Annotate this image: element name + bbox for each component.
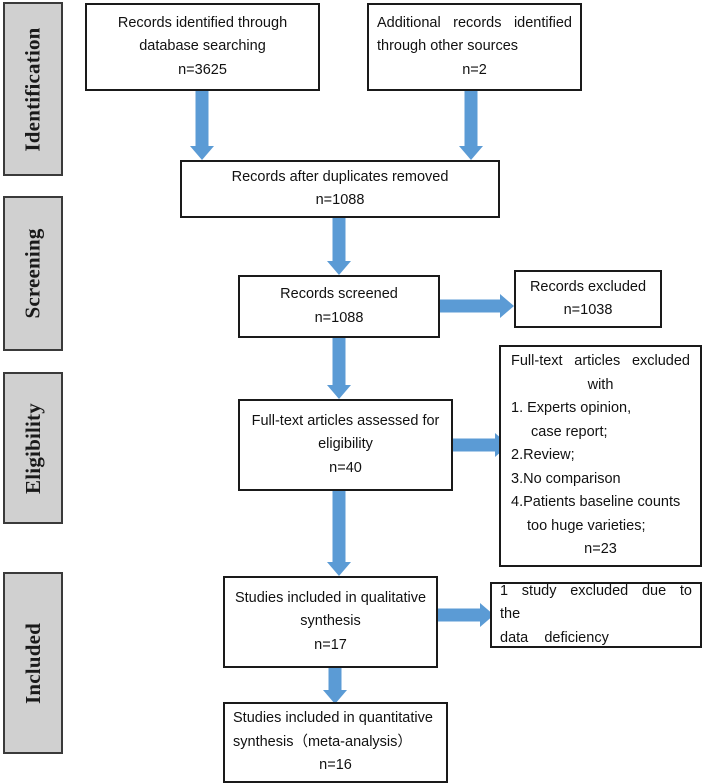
study-excluded-line1: 1 study excluded due to the [500,582,701,623]
qualitative-synthesis-count: n=17 [314,636,347,653]
stage-screening: Screening [3,196,63,351]
arrow-screened-to-excluded [440,293,514,319]
fulltext-assessed-line2: eligibility [318,436,373,453]
stage-eligibility-label: Eligibility [20,402,45,494]
arrow-screened-to-fulltext [326,338,352,399]
duplicates-removed-line1: Records after duplicates removed [231,168,449,185]
stage-identification: Identification [3,2,63,176]
node-quantitative-synthesis: Studies included in quantitative synthes… [223,702,448,783]
study-excluded-line2: data deficiency [500,629,609,646]
quantitative-synthesis-line1: Studies included in quantitative [233,710,433,727]
records-other-line2: through other sources [377,38,519,55]
records-database-line2: database searching [139,38,266,55]
fulltext-excluded-reason-4b: too huge varieties; [527,517,646,534]
stage-eligibility: Eligibility [3,372,63,524]
stage-included-label: Included [20,622,45,704]
fulltext-excluded-reason-1b: case report; [531,423,608,440]
quantitative-synthesis-line2: synthesis（meta-analysis） [233,733,412,750]
stage-included: Included [3,572,63,754]
fulltext-excluded-reason-2: 2.Review; [511,447,575,464]
fulltext-excluded-line2: with [587,376,614,393]
fulltext-excluded-count: n=23 [584,541,617,558]
records-excluded-count: n=1038 [563,302,613,318]
records-screened-count: n=1088 [314,309,364,326]
node-records-identified-other: Additional records identified through ot… [367,3,582,91]
arrow-database-to-duplicates [189,91,215,160]
fulltext-excluded-reason-1: 1. Experts opinion, [511,400,632,417]
records-database-line1: Records identified through [117,14,288,31]
fulltext-assessed-count: n=40 [329,459,362,476]
node-records-identified-database: Records identified through database sear… [85,3,320,91]
stage-screening-label: Screening [20,228,45,319]
node-fulltext-excluded: Full-text articles excluded with 1. Expe… [499,345,702,567]
quantitative-synthesis-count: n=16 [319,757,352,774]
node-study-excluded-data-deficiency: 1 study excluded due to the data deficie… [490,582,702,648]
records-other-count: n=2 [462,61,487,78]
fulltext-excluded-line1: Full-text articles excluded [511,353,690,370]
arrow-qualitative-to-quantitative [322,668,348,704]
node-records-after-duplicates-removed: Records after duplicates removed n=1088 [180,160,500,218]
fulltext-excluded-reason-4: 4.Patients baseline counts [511,494,681,511]
node-fulltext-assessed: Full-text articles assessed for eligibil… [238,399,453,491]
records-database-count: n=3625 [178,61,227,78]
node-records-screened: Records screened n=1088 [238,275,440,338]
fulltext-excluded-reason-3: 3.No comparison [511,470,621,487]
records-other-line1: Additional records identified [377,14,572,31]
arrow-other-to-duplicates [458,91,484,160]
node-records-excluded: Records excluded n=1038 [514,270,662,328]
fulltext-assessed-line1: Full-text articles assessed for [251,412,440,429]
qualitative-synthesis-line2: synthesis [300,613,361,630]
records-excluded-line1: Records excluded [529,278,647,295]
records-screened-line1: Records screened [280,286,398,303]
stage-identification-label: Identification [20,26,45,152]
arrow-duplicates-to-screened [326,218,352,275]
arrow-qualitative-to-study-excluded [438,602,494,628]
arrow-fulltext-to-qualitative [326,491,352,576]
qualitative-synthesis-line1: Studies included in qualitative [234,589,427,606]
node-qualitative-synthesis: Studies included in qualitative synthesi… [223,576,438,668]
duplicates-removed-count: n=1088 [315,192,365,208]
